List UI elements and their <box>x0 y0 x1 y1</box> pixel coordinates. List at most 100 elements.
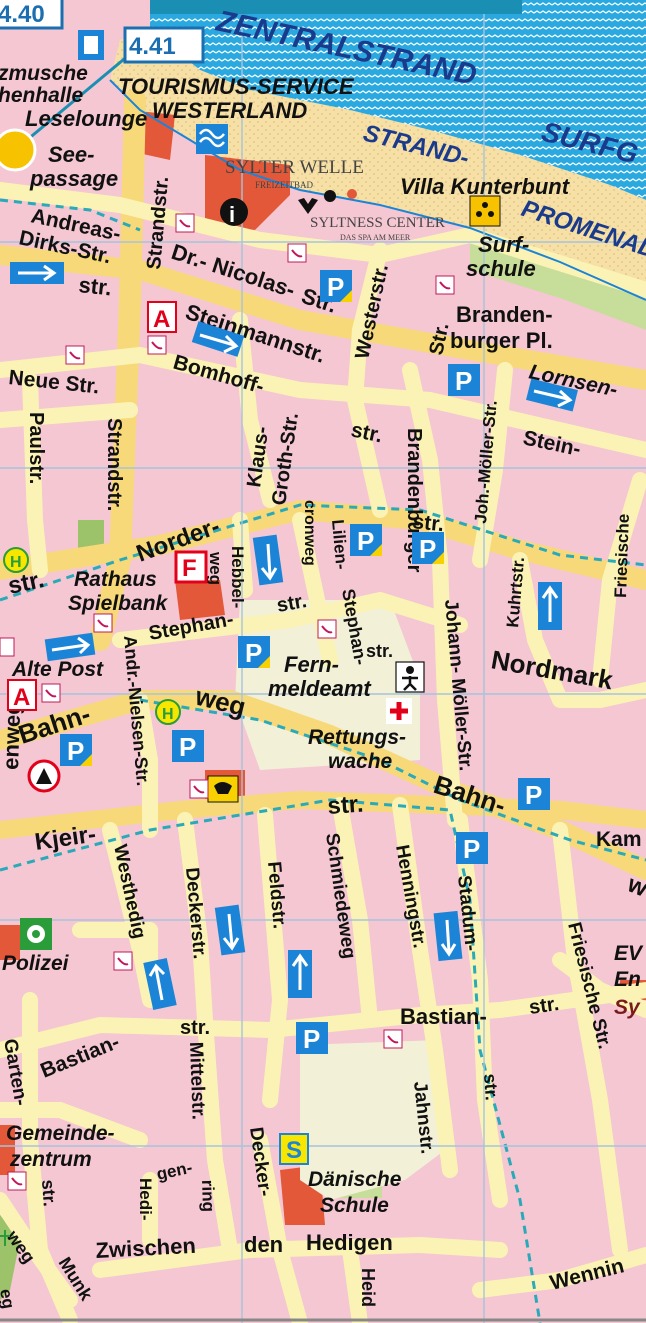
place-label-ev: EV <box>614 942 644 965</box>
info-icon[interactable] <box>220 198 248 226</box>
place-label-rettungswache: wache <box>328 750 393 773</box>
street-label-den: den <box>244 1232 283 1257</box>
oneway-arrow-icon <box>191 321 245 357</box>
svg-text:F: F <box>182 555 197 582</box>
street-label-str: str. <box>480 1073 502 1101</box>
shore-line <box>109 79 646 301</box>
place-label-daenische-schule: Schule <box>320 1194 389 1217</box>
phone-icon <box>41 683 61 703</box>
top-banner <box>150 0 522 14</box>
place-label-syltness-sub: DAS SPA AM MEER <box>340 233 411 242</box>
phone-icon <box>113 951 133 971</box>
place-label-daenische-schule: Dänische <box>308 1168 402 1191</box>
green-area <box>470 240 646 330</box>
place-label-westerland: WESTERLAND <box>152 98 307 123</box>
oneway-arrow-icon <box>526 378 578 412</box>
svg-text:H: H <box>162 706 174 723</box>
parking-icon[interactable]: P <box>448 364 480 396</box>
oneway-arrow-icon <box>252 534 284 586</box>
street-label-str: str. <box>327 791 365 820</box>
oneway-arrow-icon <box>288 950 312 998</box>
parking-icon[interactable]: P <box>456 832 488 864</box>
plaza <box>300 1040 445 1200</box>
pharmacy-icon: A <box>147 301 177 333</box>
place-label-seepassage: See- <box>48 142 94 167</box>
building-polizei <box>0 925 20 960</box>
parking-icon[interactable]: P <box>172 730 204 762</box>
parking-icon[interactable]: P <box>320 270 352 302</box>
tourist-office-icon <box>78 30 104 60</box>
street-label-str: str. <box>180 1017 210 1039</box>
place-label-fernmeldeamt: meldeamt <box>268 676 372 701</box>
seepassage-marker-icon[interactable] <box>0 128 37 172</box>
phone-icon <box>7 1171 27 1191</box>
place-label-rathaus: Rathaus <box>74 568 157 591</box>
svg-text:P: P <box>179 732 196 762</box>
street-label-friesische: Friesische <box>611 513 633 598</box>
building-gemeindezentrum <box>0 1125 15 1175</box>
oneway-arrow-icon <box>10 262 64 284</box>
place-label-fernmeldeamt: Fern- <box>284 652 339 677</box>
parking-icon[interactable]: P <box>238 636 270 668</box>
street-label-kam: Kam <box>596 828 642 851</box>
street-label-str: str. <box>411 510 445 536</box>
place-label-freizeitbad: FREIZEITBAD <box>255 180 313 190</box>
phone-icon <box>383 1029 403 1049</box>
hospital-icon <box>386 698 412 724</box>
person-icon <box>395 661 425 693</box>
svg-text:P: P <box>525 780 542 810</box>
street-label-str: str. <box>275 590 308 617</box>
parking-icon[interactable]: P <box>518 778 550 810</box>
street-label-hedigen: Hedigen <box>306 1230 393 1255</box>
street-label-hebbel: Hebbel- <box>228 546 247 608</box>
street-label-str: str. <box>366 641 393 661</box>
place-label-leselounge: Leselounge <box>25 106 147 131</box>
place-label-rettungswache: Rettungs- <box>308 726 406 749</box>
street-label-eg: eg <box>0 1287 18 1310</box>
svg-text:P: P <box>463 834 480 864</box>
school-icon: S <box>279 1133 309 1165</box>
oneway-arrow-icon <box>538 582 562 630</box>
place-label-syltness: SYLTNESS CENTER <box>310 215 445 231</box>
parking-icon[interactable]: P <box>412 532 444 564</box>
svg-text:P: P <box>327 272 344 302</box>
oneway-arrow-icon <box>143 958 177 1010</box>
place-label-polizei: Polizei <box>2 952 70 975</box>
street-label-hebbel-weg: weg <box>206 551 225 585</box>
parking-icon[interactable]: P <box>350 524 382 556</box>
police-icon <box>20 918 52 950</box>
street-label-str: str. <box>528 993 561 1019</box>
street-label-enweg: enweg <box>0 701 25 770</box>
place-label-kurmuschel: zmusche <box>0 62 88 85</box>
wave-icon <box>196 124 228 154</box>
place-label-gemeindezentrum: Gemeinde- <box>6 1122 115 1145</box>
svg-text:H: H <box>10 554 22 571</box>
info-icon-glyph: i <box>229 202 235 227</box>
grid-ref-4-41[interactable]: 4.41 <box>123 26 205 64</box>
phone-icon <box>65 345 85 365</box>
parking-icon[interactable]: P <box>60 734 92 766</box>
phone-icon <box>317 619 337 639</box>
place-label-spielbank: Spielbank <box>68 592 169 615</box>
street-label-str: str. <box>38 1179 60 1207</box>
street-label-paulstr: Paulstr. <box>25 412 47 484</box>
sea-area <box>150 0 646 200</box>
post-office-icon <box>207 775 239 803</box>
guide-line <box>14 48 136 152</box>
oneway-arrow-icon <box>44 632 96 662</box>
place-label-alte-post: Alte Post <box>11 658 104 681</box>
grid-ref-4-40[interactable]: 4.40 <box>0 0 64 30</box>
beach-area <box>110 30 646 300</box>
orange-dot-icon <box>347 189 357 199</box>
spa-icon <box>298 190 336 214</box>
street-label-zwischen: Zwischen <box>95 1233 196 1263</box>
place-label-villa-kunterbunt: Villa Kunterbunt <box>400 174 571 199</box>
place-label-brandenburger-pl: Branden- <box>456 302 553 327</box>
place-label-ev: Sy <box>614 996 641 1019</box>
parking-icon[interactable]: P <box>296 1022 328 1054</box>
building-rathaus <box>175 580 225 620</box>
cemetery-icon <box>0 1230 10 1246</box>
oneway-arrow-icon <box>433 910 463 962</box>
svg-text:P: P <box>419 534 436 564</box>
